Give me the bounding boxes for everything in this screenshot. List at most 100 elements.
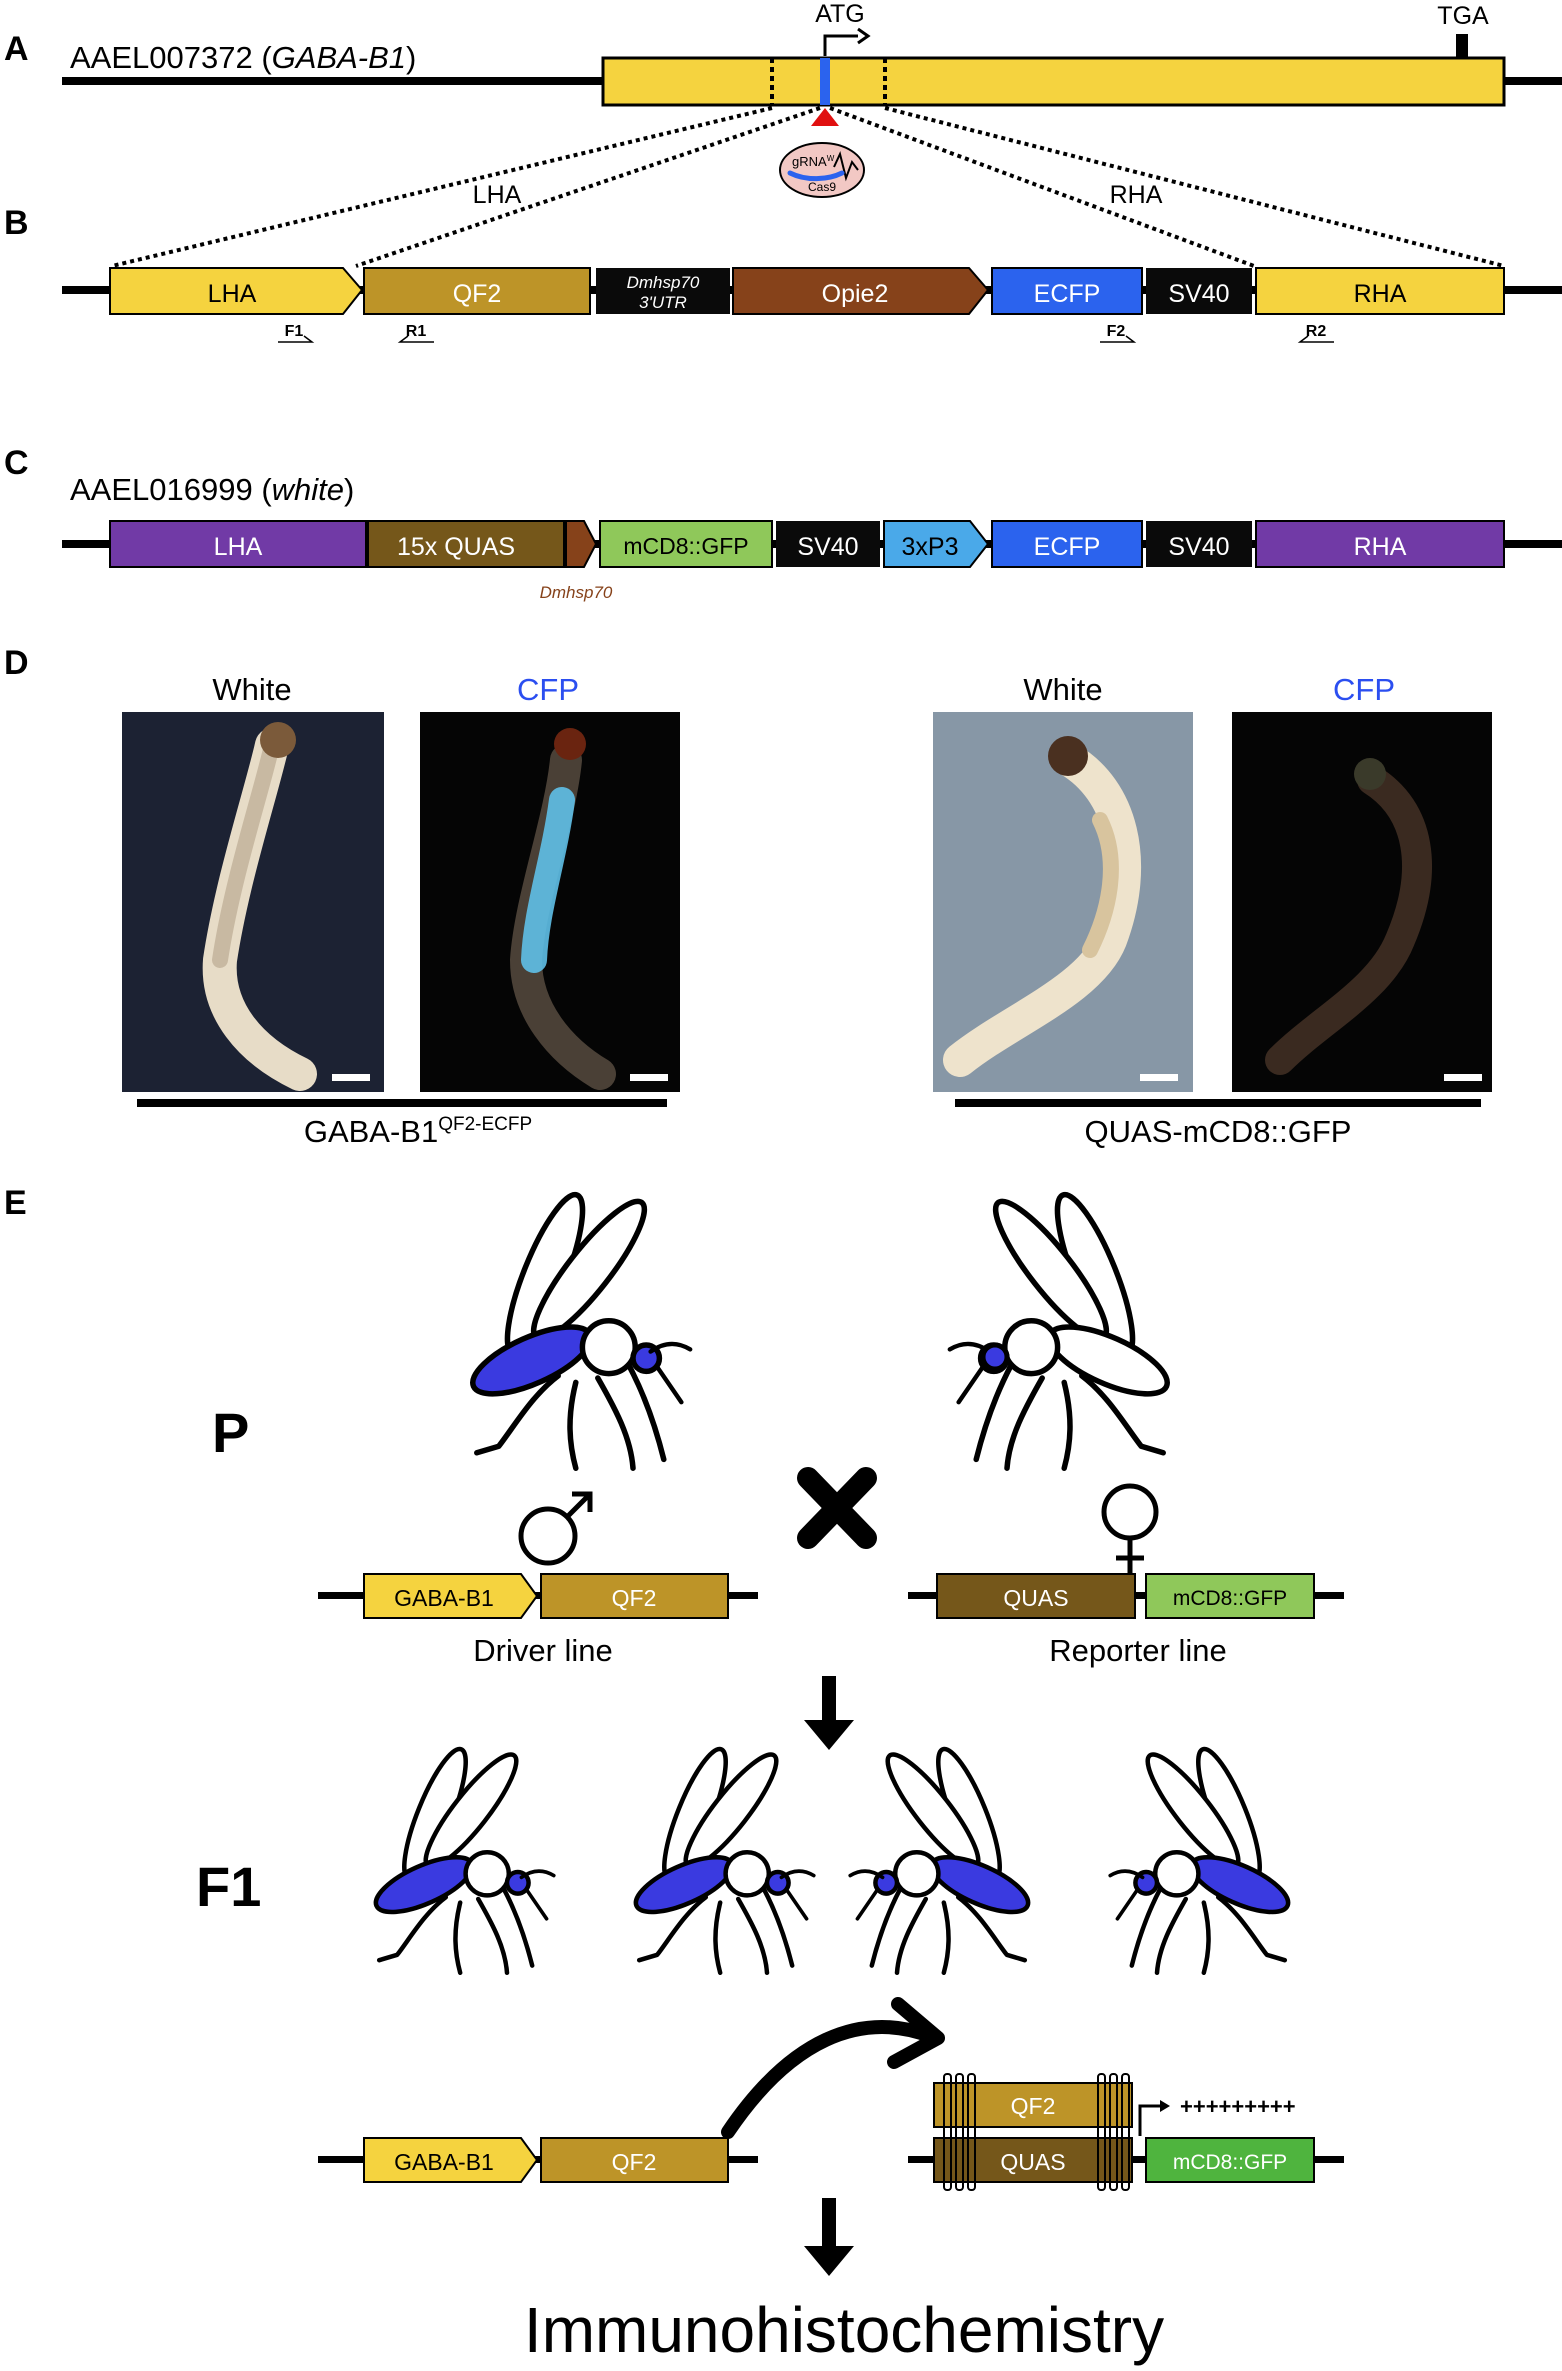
primer-f1: F1 xyxy=(285,323,304,340)
f1-mosquito-icon-2 xyxy=(629,1743,814,1973)
atg-label: ATG xyxy=(815,0,865,28)
mosquito-male-icon xyxy=(464,1187,690,1468)
down-arrow-1 xyxy=(804,1676,854,1750)
b-qf2-box xyxy=(363,267,591,315)
c-dmhsp70-promoter xyxy=(565,520,598,568)
f1-driver-gaba-label: GABA-B1 xyxy=(394,2149,494,2175)
gene-c-name: white xyxy=(272,472,344,507)
grna-label: gRNAW xyxy=(792,154,835,169)
driver-qf2-box xyxy=(540,1573,729,1619)
b-opie2-label: Opie2 xyxy=(822,280,889,308)
c-rha-box xyxy=(1255,520,1505,568)
c-quas-box xyxy=(367,520,565,568)
b-ecfp-label: ECFP xyxy=(1034,280,1101,308)
primer-r1: R1 xyxy=(406,323,427,340)
gene-c-id: AAEL016999 xyxy=(70,472,253,507)
b-sv40-label: SV40 xyxy=(1168,280,1229,308)
c-ecfp-label: ECFP xyxy=(1034,533,1101,561)
b-utr-label: 3'UTR xyxy=(639,293,687,312)
activation-arrow-head xyxy=(887,1997,945,2069)
f1-driver-qf2-box xyxy=(540,2137,729,2183)
d-right-cfp-label: CFP xyxy=(1333,672,1395,707)
gene-a-box xyxy=(601,56,1506,107)
f1-mosquito-icon-3 xyxy=(850,1743,1035,1973)
c-sv40-label-1: SV40 xyxy=(797,533,858,561)
reporter-gfp-box xyxy=(1145,1573,1315,1619)
dotted-rha-right xyxy=(884,106,1505,268)
driver-gaba-label: GABA-B1 xyxy=(394,1585,494,1611)
quas-binding-bars xyxy=(943,2073,1130,2191)
b-rha-box xyxy=(1255,267,1505,315)
c-sv40-box-1 xyxy=(776,521,880,567)
f1-mosquito-icon-4 xyxy=(1110,1743,1295,1973)
grna-target-site xyxy=(820,58,830,105)
gene-c-label: AAEL016999 (white) xyxy=(70,472,354,507)
driver-qf2-label: QF2 xyxy=(612,1585,657,1611)
panel-c-letter: C xyxy=(4,444,29,482)
f1-driver-line xyxy=(318,2156,758,2163)
reporter-gfp-label: mCD8::GFP xyxy=(1173,1587,1287,1610)
primer-f2: F2 xyxy=(1107,323,1126,340)
dotted-rha-left xyxy=(829,106,1255,268)
d-right-white-label: White xyxy=(1023,672,1102,707)
d-left-underline xyxy=(137,1099,667,1107)
primer-r2: R2 xyxy=(1306,323,1327,340)
dotted-lha-right xyxy=(355,106,821,268)
panel-e-letter: E xyxy=(4,1184,27,1222)
f1-mosquito-icon-1 xyxy=(369,1743,554,1973)
dotted-lha-left xyxy=(111,106,773,268)
f1-reporter-gfp-box xyxy=(1145,2137,1315,2183)
cut-site-triangle xyxy=(811,108,839,126)
d-left-cfp-label: CFP xyxy=(517,672,579,707)
cross-icon xyxy=(797,1467,877,1549)
c-ecfp-box xyxy=(991,520,1143,568)
c-quas-label: 15x QUAS xyxy=(397,533,515,561)
expression-plus-signs: +++++++++ xyxy=(1180,2094,1296,2119)
lha-label-a: LHA xyxy=(473,181,522,209)
gene-a-name: GABA-B1 xyxy=(272,40,406,75)
down-arrow-2 xyxy=(804,2198,854,2276)
c-gfp-label: mCD8::GFP xyxy=(623,533,748,559)
reporter-line-label: Reporter line xyxy=(1049,1633,1226,1668)
c-3xp3-label: 3xP3 xyxy=(902,533,959,561)
c-dmhsp70-label: Dmhsp70 xyxy=(540,583,613,602)
larva-photo-reporter-cfp xyxy=(1232,712,1492,1092)
grna-cas9-icon: gRNAW Cas9 xyxy=(779,142,865,198)
tga-stop xyxy=(1456,34,1468,58)
larva-photo-reporter-white xyxy=(933,712,1193,1092)
driver-line xyxy=(318,1592,758,1599)
d-left-white-label: White xyxy=(212,672,291,707)
f1-reporter-gfp-label: mCD8::GFP xyxy=(1173,2151,1287,2174)
b-lha-label: LHA xyxy=(208,280,257,308)
d-right-line-label: QUAS-mCD8::GFP xyxy=(1085,1114,1352,1149)
b-qf2-label: QF2 xyxy=(453,280,502,308)
atg-arrow xyxy=(823,34,858,56)
b-sv40-box xyxy=(1146,268,1252,314)
activation-arrow xyxy=(721,2020,937,2139)
b-ecfp-box xyxy=(991,267,1143,315)
immunohistochemistry-label: Immunohistochemistry xyxy=(524,2294,1164,2366)
c-sv40-box-2 xyxy=(1146,521,1252,567)
f1-reporter-quas-label: QUAS xyxy=(1000,2149,1065,2175)
mosquito-female-icon xyxy=(950,1187,1176,1468)
larva-photo-driver-cfp xyxy=(420,712,680,1092)
driver-line-label: Driver line xyxy=(473,1633,613,1668)
atg-arrow-head xyxy=(857,27,871,45)
c-lha-label: LHA xyxy=(214,533,263,561)
b-rha-label: RHA xyxy=(1354,280,1407,308)
b-opie2-box xyxy=(732,267,990,315)
f1-reporter-qf2-label: QF2 xyxy=(1011,2093,1056,2119)
b-lha-box xyxy=(109,267,364,315)
reporter-quas-box xyxy=(936,1573,1136,1619)
transcription-arrow xyxy=(1138,2104,1160,2136)
panel-d-letter: D xyxy=(4,644,29,682)
c-sv40-label-2: SV40 xyxy=(1168,533,1229,561)
f1-driver-qf2-label: QF2 xyxy=(612,2149,657,2175)
gene-a-label: AAEL007372 (GABA-B1) xyxy=(70,40,416,75)
larva-photo-driver-white xyxy=(122,712,384,1092)
panel-b-letter: B xyxy=(4,204,29,242)
b-dmhsp70-label: Dmhsp70 xyxy=(627,273,700,292)
c-lha-box xyxy=(109,520,367,568)
e-p-label: P xyxy=(212,1401,249,1464)
c-gfp-box xyxy=(599,520,773,568)
